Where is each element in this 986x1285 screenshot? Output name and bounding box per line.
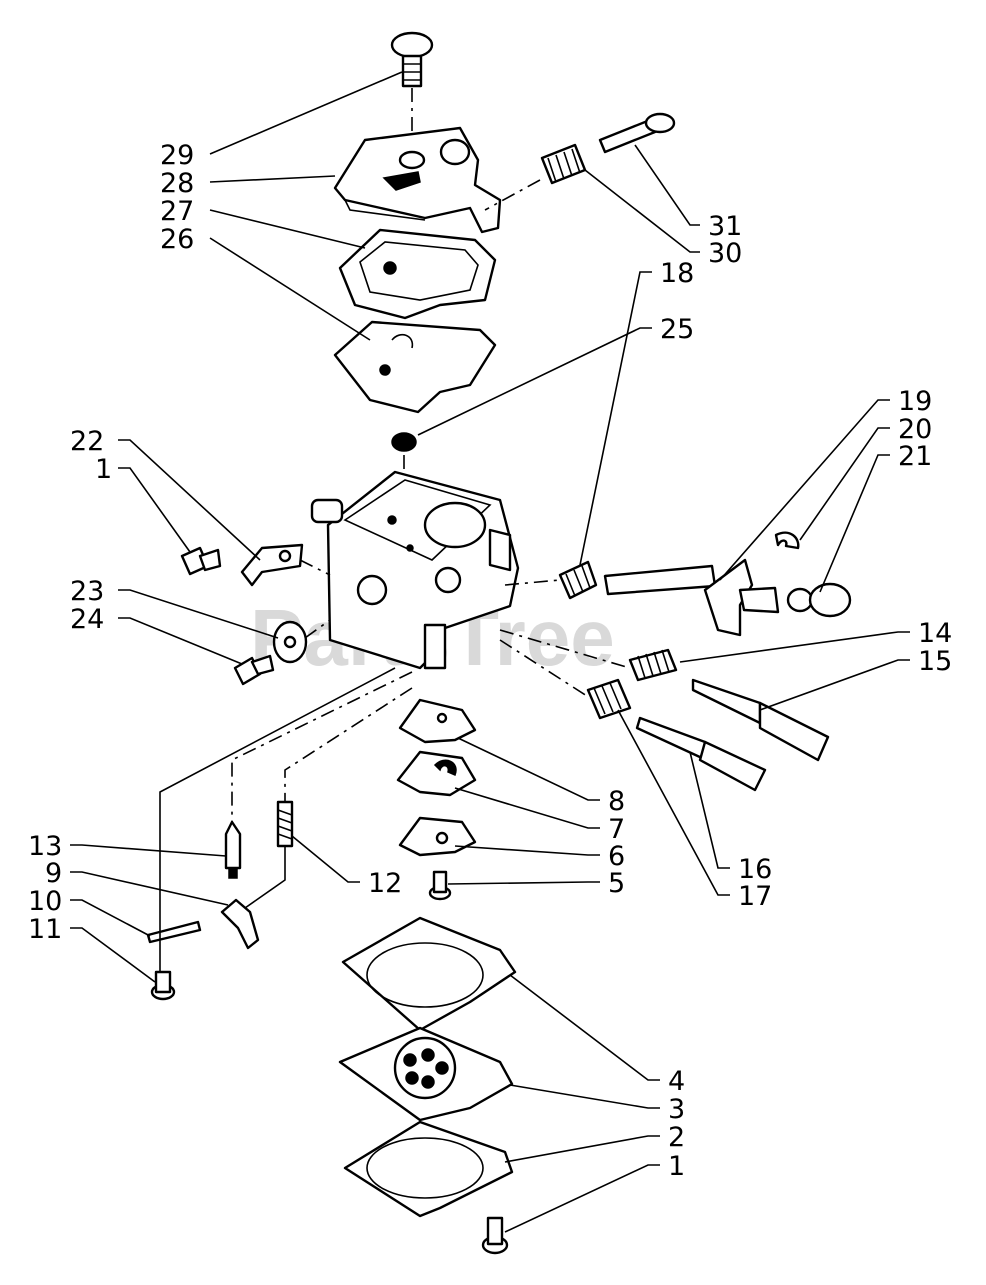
callout-12: 12 xyxy=(368,868,402,899)
part-4-gasket xyxy=(341,916,517,1032)
part-31-screw xyxy=(598,112,676,154)
part-5-screw xyxy=(428,870,452,901)
callout-14: 14 xyxy=(918,618,952,649)
callout-labels: 29 28 27 26 31 30 25 18 19 20 21 22 1 23… xyxy=(28,140,952,1182)
callout-29: 29 xyxy=(160,140,194,171)
part-23-washer xyxy=(272,619,331,664)
callout-20: 20 xyxy=(898,414,932,445)
callout-30: 30 xyxy=(708,238,742,269)
part-10-pin xyxy=(146,920,202,944)
callout-28: 28 xyxy=(160,168,194,199)
callout-13: 13 xyxy=(28,831,62,862)
part-3-diaphragm xyxy=(338,1026,514,1122)
part-7-lever xyxy=(396,750,477,797)
callout-4: 4 xyxy=(668,1066,685,1097)
part-22-bracket xyxy=(240,543,331,587)
callout-16: 16 xyxy=(738,854,772,885)
callout-10: 10 xyxy=(28,886,62,917)
part-21-screw xyxy=(786,582,852,618)
part-24-screw xyxy=(233,654,275,686)
part-9-arm xyxy=(220,898,260,950)
callout-6: 6 xyxy=(608,841,625,872)
part-28-pump-cover xyxy=(333,126,502,234)
callout-27: 27 xyxy=(160,196,194,227)
part-30-spring xyxy=(484,143,587,211)
part-15-needle xyxy=(691,678,830,762)
part-19-throttle-shaft xyxy=(603,558,780,637)
callout-15: 15 xyxy=(918,646,952,677)
part-18-spring xyxy=(558,560,598,600)
callout-25: 25 xyxy=(660,314,694,345)
callout-21: 21 xyxy=(898,441,932,472)
part-6-plate xyxy=(398,816,477,857)
part-11-screw xyxy=(150,970,176,1001)
callout-1-bottom: 1 xyxy=(668,1151,685,1182)
callout-9: 9 xyxy=(45,858,62,889)
callout-23: 23 xyxy=(70,576,104,607)
callout-31: 31 xyxy=(708,211,742,242)
callout-17: 17 xyxy=(738,881,772,912)
callout-3: 3 xyxy=(668,1094,685,1125)
callout-1-top: 1 xyxy=(95,454,112,485)
part-8-plate xyxy=(398,698,477,744)
part-1-screw-top xyxy=(180,546,222,576)
part-17-spring xyxy=(586,678,632,720)
callout-11: 11 xyxy=(28,914,62,945)
part-13-inlet-needle xyxy=(224,820,242,879)
part-20-clip xyxy=(774,531,800,550)
callout-26: 26 xyxy=(160,224,194,255)
part-26-diaphragm xyxy=(333,320,497,414)
part-2-gasket xyxy=(343,1120,514,1218)
part-14-spring xyxy=(628,648,678,682)
part-1-screw-bottom xyxy=(481,1216,509,1255)
callout-7: 7 xyxy=(608,814,625,845)
part-12-spring xyxy=(276,800,294,848)
callout-24: 24 xyxy=(70,604,104,635)
callout-19: 19 xyxy=(898,386,932,417)
part-27-gasket xyxy=(338,228,497,320)
part-16-needle xyxy=(635,716,767,792)
callout-5: 5 xyxy=(608,868,625,899)
callout-8: 8 xyxy=(608,786,625,817)
callout-22: 22 xyxy=(70,426,104,457)
part-carburetor-body xyxy=(310,470,520,670)
leader-lines xyxy=(70,71,910,1233)
callout-2: 2 xyxy=(668,1122,685,1153)
callout-18: 18 xyxy=(660,258,694,289)
